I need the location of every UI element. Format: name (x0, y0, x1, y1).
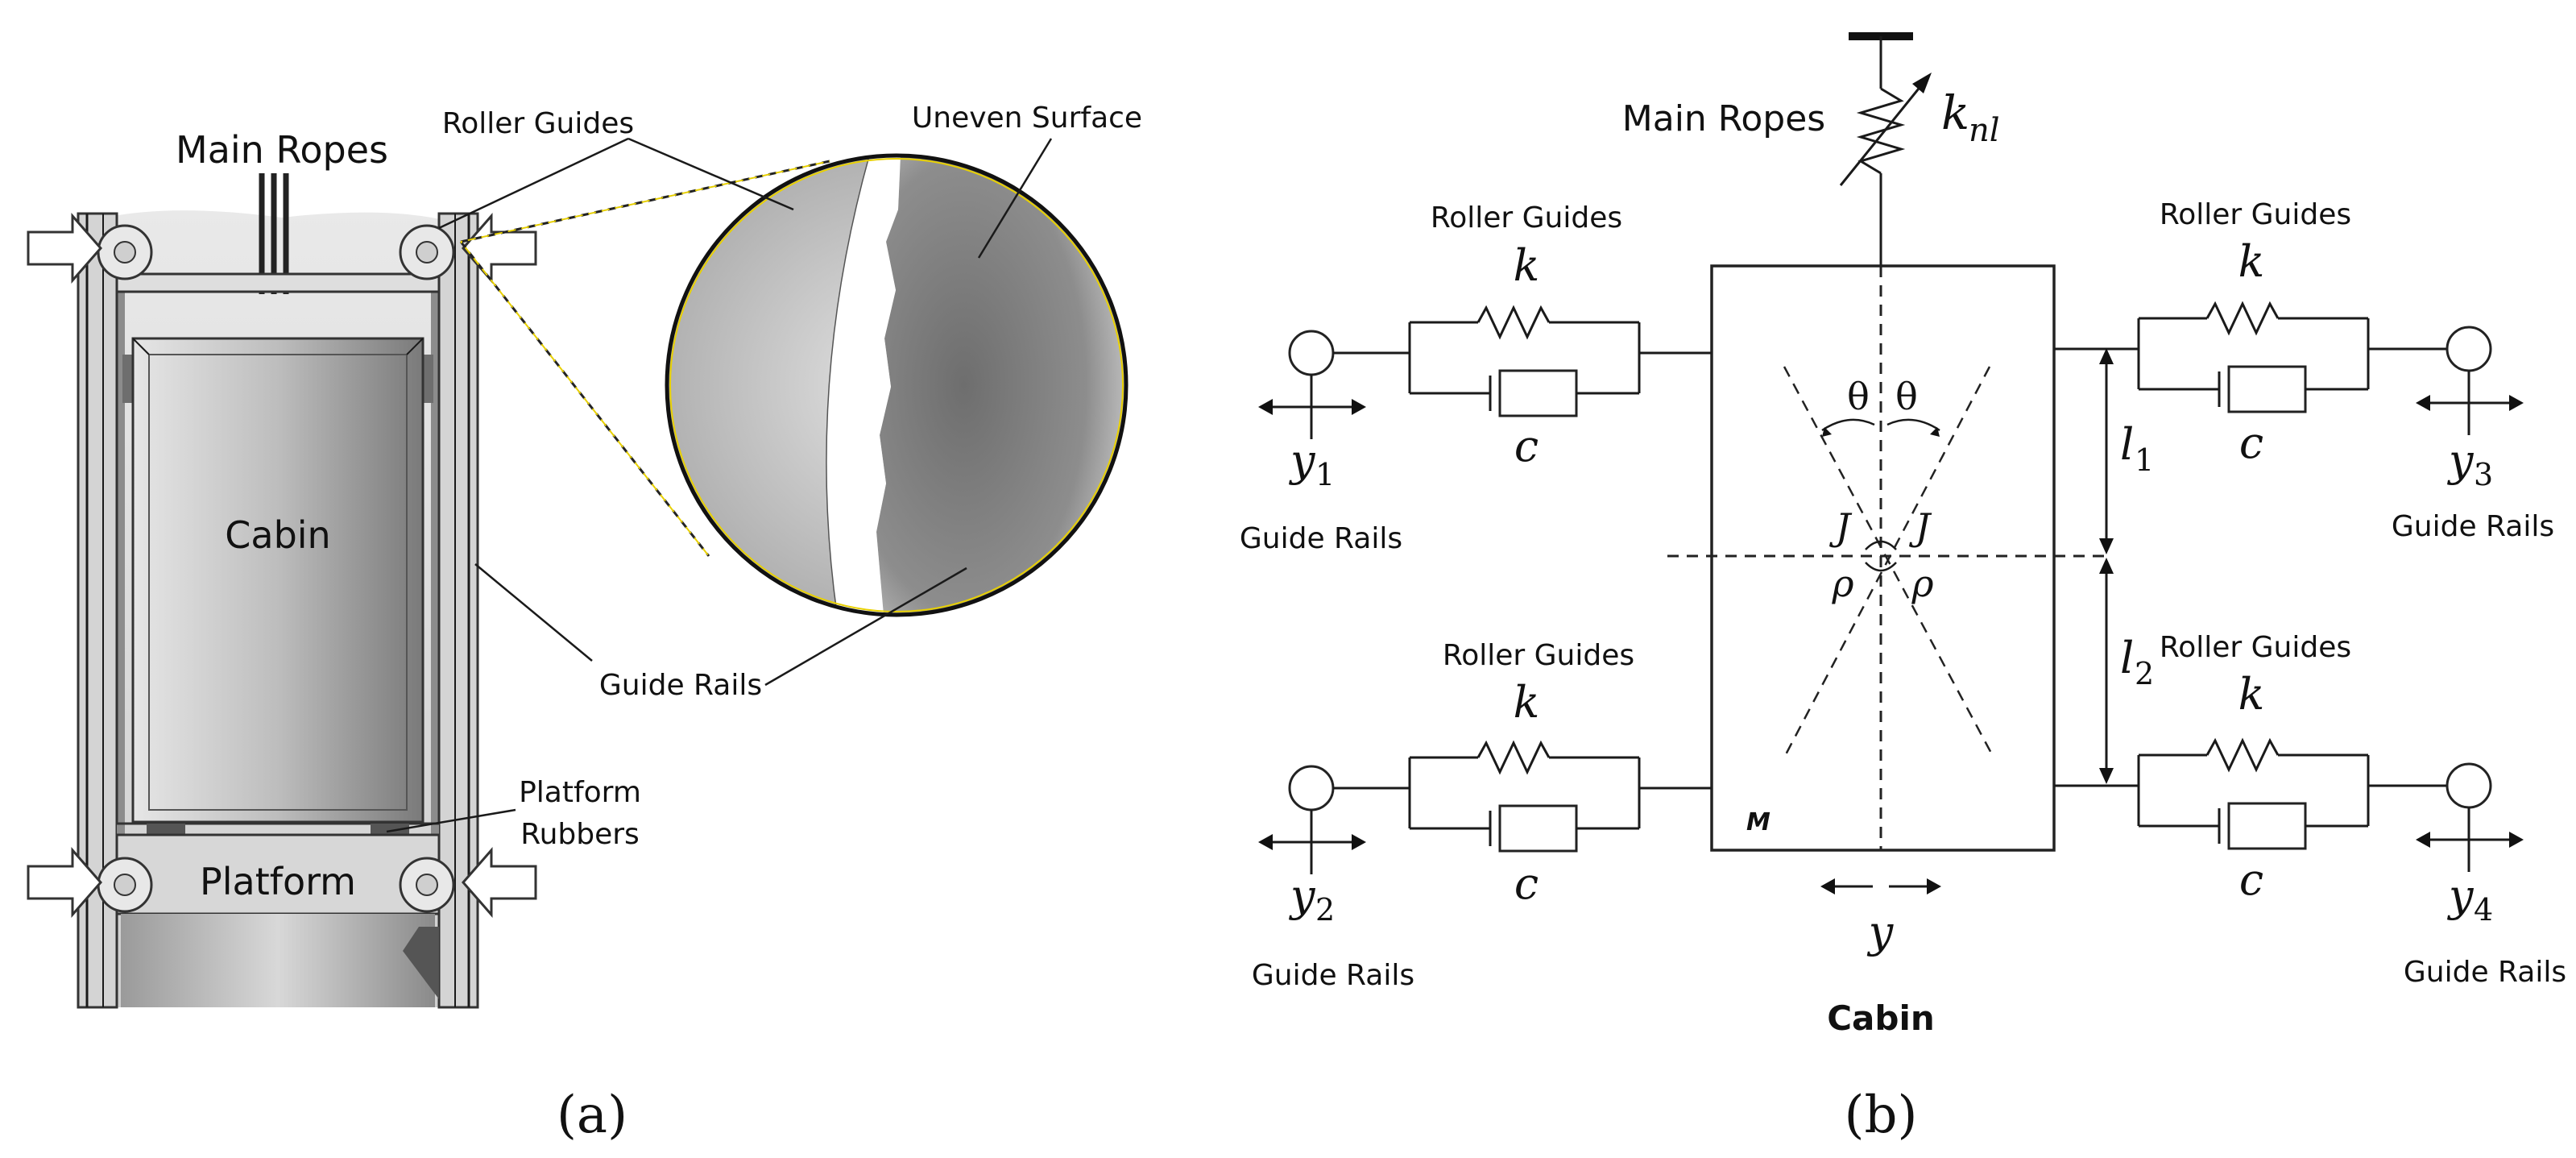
k-nl-subscript: nl (1969, 112, 2000, 149)
label-mass: M (1746, 808, 1770, 836)
label-k-nl: k nl (1941, 85, 2000, 149)
caption-b: (b) (1845, 1085, 1918, 1145)
platform-rubbers-drawing (147, 824, 409, 835)
car-frame (115, 272, 441, 825)
roller-guide-wheels (97, 224, 455, 913)
dimension-arrows (2099, 348, 2114, 784)
label-k-lr: k (2238, 669, 2265, 720)
y4-symbol: y (2447, 870, 2475, 921)
label-cabin-b: Cabin (1827, 998, 1935, 1038)
label-roller-guides-ll: Roller Guides (1443, 639, 1634, 672)
k-nl-symbol: k (1941, 85, 1969, 140)
label-platform-rubbers-line1: Platform (519, 776, 641, 809)
label-l1: l 1 (2120, 419, 2154, 478)
label-main-ropes-a: Main Ropes (176, 128, 388, 172)
magnifier-guide-lines (459, 160, 830, 557)
roller-guide-lower-left (1258, 740, 1712, 874)
label-cabin-a: Cabin (225, 513, 330, 557)
label-c-ll: c (1514, 858, 1539, 909)
caption-a: (a) (557, 1085, 627, 1145)
label-k-ur: k (2238, 236, 2265, 287)
platform-drawing (115, 833, 441, 1007)
y2-subscript: 2 (1315, 892, 1335, 928)
label-y4: y 4 (2447, 870, 2493, 928)
label-c-ul: c (1514, 421, 1539, 471)
roller-guide-upper-left (1258, 305, 1712, 439)
label-roller-guides-a: Roller Guides (442, 107, 634, 140)
label-platform: Platform (200, 860, 356, 903)
label-rho-right: ρ (1911, 562, 1933, 605)
label-theta-left: θ (1847, 375, 1870, 418)
y1-symbol: y (1289, 435, 1316, 486)
label-guide-rails-a: Guide Rails (599, 669, 762, 702)
label-roller-guides-ur: Roller Guides (2160, 198, 2351, 231)
label-theta-right: θ (1895, 375, 1918, 418)
roller-guide-lower-right (2054, 737, 2524, 872)
l1-symbol: l (2120, 419, 2134, 470)
label-c-ur: c (2239, 417, 2263, 468)
y1-subscript: 1 (1315, 457, 1335, 492)
label-l2: l 2 (2120, 633, 2154, 691)
label-y3: y 3 (2447, 435, 2493, 492)
label-roller-guides-ul: Roller Guides (1431, 201, 1622, 235)
label-y2: y 2 (1289, 870, 1335, 928)
nonlinear-stiffness-arrow (1839, 73, 1932, 186)
y3-symbol: y (2447, 435, 2475, 486)
label-y1: y 1 (1289, 435, 1335, 492)
l2-symbol: l (2120, 633, 2134, 683)
rope-anchor (1849, 32, 1913, 266)
l1-subscript: 1 (2135, 442, 2154, 478)
label-c-lr: c (2239, 854, 2263, 905)
cabin-body (1667, 264, 2110, 852)
label-main-ropes-b: Main Ropes (1622, 98, 1825, 139)
roller-guide-upper-right (2054, 301, 2524, 435)
label-k-ul: k (1514, 240, 1540, 291)
label-guide-rails-lr: Guide Rails (2404, 956, 2566, 989)
panel-a: Main Ropes Roller Guides Uneven Surface … (27, 102, 1142, 1145)
label-y-cabin: y (1867, 907, 1895, 957)
label-guide-rails-ur: Guide Rails (2392, 510, 2554, 543)
cabin-drawing (131, 337, 425, 824)
y4-subscript: 4 (2474, 892, 2493, 928)
y2-symbol: y (1289, 870, 1316, 921)
label-roller-guides-lr: Roller Guides (2160, 631, 2351, 664)
leader-lines-a (386, 137, 1053, 833)
y3-subscript: 3 (2474, 457, 2493, 492)
label-guide-rails-ul: Guide Rails (1240, 522, 1402, 555)
magnified-surface-view (665, 153, 1129, 617)
force-arrows (27, 213, 537, 918)
label-guide-rails-ll: Guide Rails (1252, 959, 1414, 992)
cabin-displacement-arrow (1820, 878, 1941, 894)
label-rho-left: ρ (1831, 562, 1853, 605)
panel-b: Main Ropes k nl Roller Guides k c Roller… (1240, 32, 2566, 1145)
label-platform-rubbers-line2: Rubbers (520, 818, 640, 851)
label-k-ll: k (1514, 677, 1540, 728)
label-uneven-surface: Uneven Surface (912, 102, 1142, 135)
l2-subscript: 2 (2135, 656, 2154, 691)
